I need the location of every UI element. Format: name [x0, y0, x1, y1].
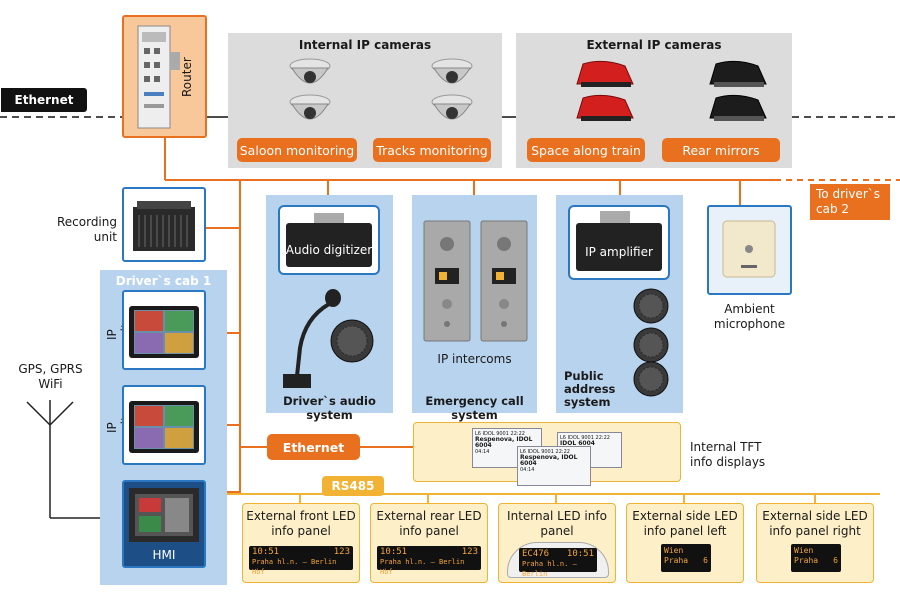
ip-monitor-icon: [129, 401, 199, 453]
hmi-device-icon: [129, 488, 199, 542]
recording-unit-box: [122, 187, 206, 262]
speaker-icon: [633, 361, 669, 397]
ext-side-right-box: External side LED info panel right Wien …: [756, 503, 874, 583]
tracks-monitoring-label: Tracks monitoring: [373, 138, 491, 162]
internal-led-label: Internal LED info panel: [507, 509, 607, 538]
internal-led-box: Internal LED info panel EC476 10:51 Prah…: [498, 503, 616, 583]
ext-side-right-label: External side LED info panel right: [762, 509, 868, 538]
space-along-train-label: Space along train: [527, 138, 645, 162]
rs485-label: RS485: [322, 476, 384, 496]
gps-gprs-wifi-label: GPS, GPRS WiFi: [18, 362, 83, 391]
hmi-label: HMI: [152, 548, 176, 562]
ethernet-top-label: Ethernet: [0, 87, 88, 113]
ethernet-mid-label: Ethernet: [267, 434, 360, 460]
ip-amplifier-box: IP amplifier: [568, 205, 670, 280]
public-address-title: Public address system: [564, 369, 616, 409]
external-cameras-title: External IP cameras: [586, 38, 722, 52]
rear-mirrors-label: Rear mirrors: [662, 138, 780, 162]
ip-intercoms-label: IP intercoms: [437, 352, 512, 366]
ip-amplifier-icon: [576, 211, 662, 271]
ambient-microphone-icon: [722, 220, 776, 278]
dome-camera-icon: [289, 58, 331, 84]
audio-digitizer-icon: [286, 213, 372, 267]
ip-monitor-1-box: [122, 290, 206, 370]
to-drivers-cab2-label: To driver`s cab 2: [810, 184, 890, 220]
ext-rear-led-label: External rear LED info panel: [376, 509, 482, 538]
recording-unit-label: Recording unit: [56, 215, 117, 244]
dome-camera-icon: [431, 94, 473, 120]
red-external-camera-icon: [576, 60, 634, 87]
hmi-box: HMI: [122, 480, 206, 568]
ambient-microphone-box: [707, 205, 792, 295]
audio-digitizer-label: Audio digitizer: [285, 243, 373, 257]
ip-monitor-2-box: [122, 385, 206, 465]
router-box: Router: [122, 15, 207, 138]
ext-front-led-label: External front LED info panel: [246, 509, 356, 538]
antenna-icon: [26, 400, 74, 425]
intercom-panel-icon: [480, 220, 528, 342]
black-external-camera-icon: [709, 60, 767, 87]
audio-digitizer-box: Audio digitizer: [278, 205, 380, 275]
router-label: Router: [180, 57, 194, 97]
tft-display-3: L6 IDOL 9001 22:22 Respenova, IDOL 6004 …: [517, 446, 591, 486]
red-external-camera-icon: [576, 94, 634, 121]
internal-led-panel: EC476 10:51 Praha hl.n. – Berlin: [519, 548, 597, 578]
emergency-call-title: Emergency call system: [425, 394, 524, 422]
drivers-cab1-title: Driver`s cab 1: [115, 274, 212, 288]
intercom-panel-icon: [423, 220, 471, 342]
ext-side-left-label: External side LED info panel left: [632, 509, 738, 538]
dome-camera-icon: [431, 58, 473, 84]
ambient-microphone-label: Ambient microphone: [713, 302, 786, 331]
speaker-icon: [633, 288, 669, 324]
internal-tft-label: Internal TFT info displays: [690, 440, 766, 469]
gooseneck-microphone-icon: [283, 289, 341, 388]
ip-amplifier-label: IP amplifier: [585, 245, 653, 259]
ext-side-left-box: External side LED info panel left Wien P…: [626, 503, 744, 583]
speaker-icon: [633, 327, 669, 363]
dome-camera-icon: [289, 94, 331, 120]
saloon-monitoring-label: Saloon monitoring: [237, 138, 357, 162]
black-external-camera-icon: [709, 94, 767, 121]
router-device-icon: [137, 25, 180, 129]
drivers-audio-title: Driver`s audio system: [283, 394, 376, 422]
internal-cameras-title: Internal IP cameras: [298, 38, 432, 52]
ip-monitor-icon: [129, 306, 199, 358]
speaker-icon: [330, 319, 374, 363]
recording-unit-icon: [133, 201, 195, 251]
